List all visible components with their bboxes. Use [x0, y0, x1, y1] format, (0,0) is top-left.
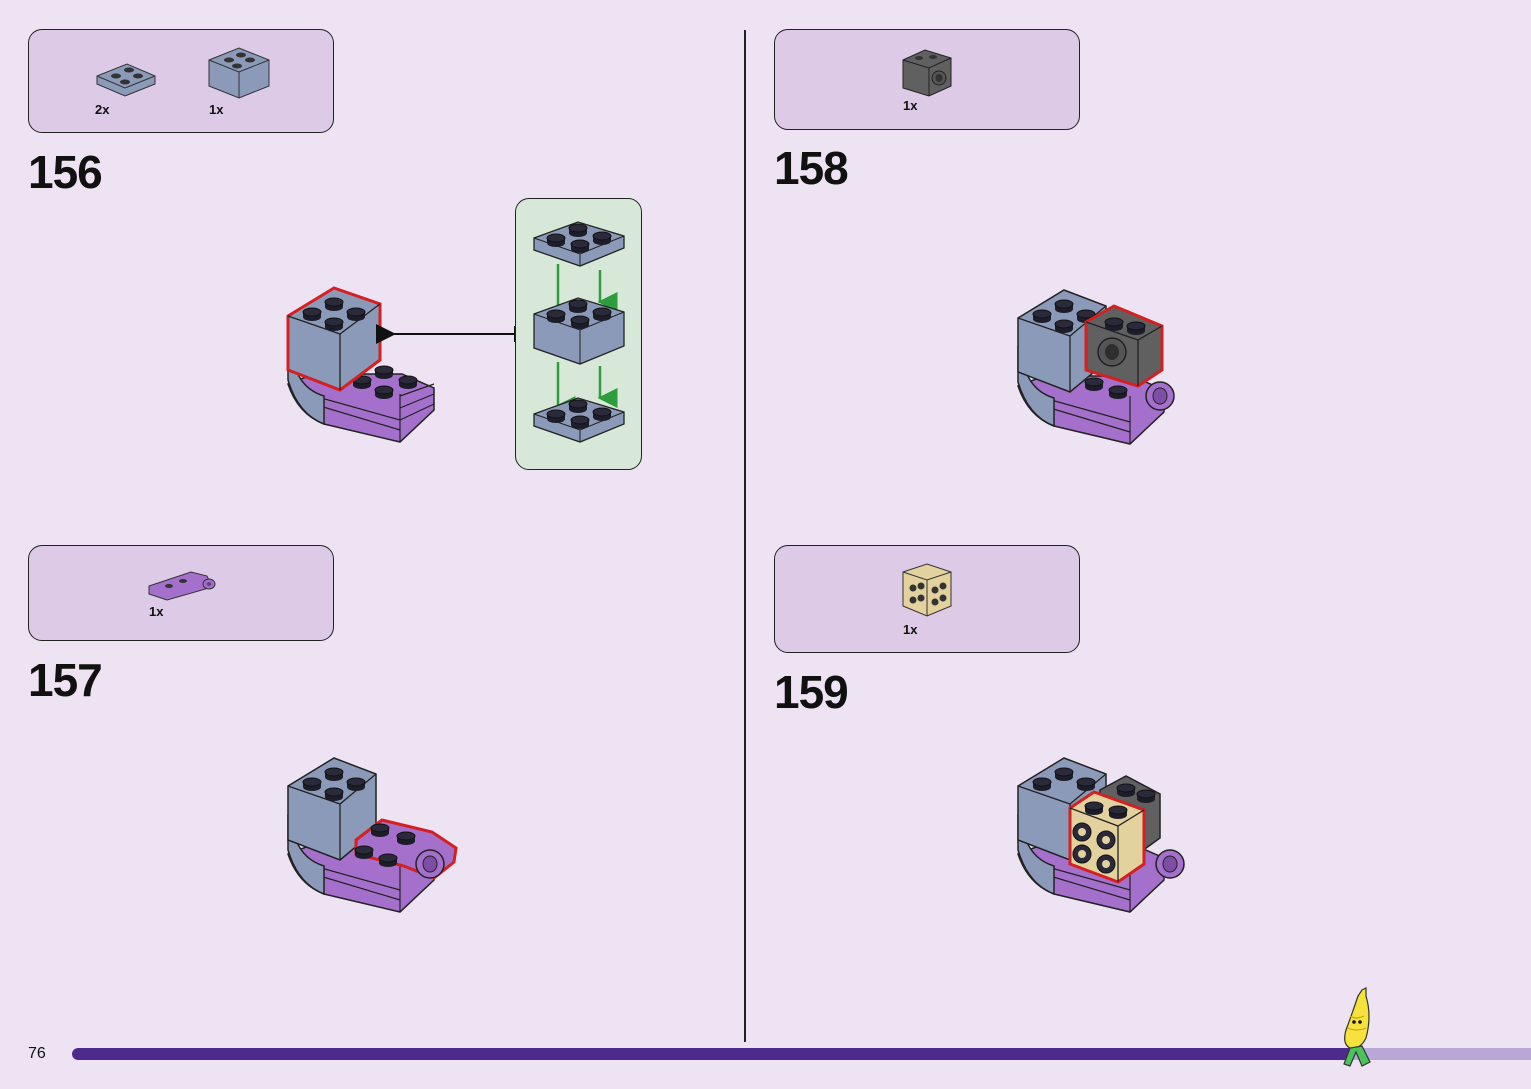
parts-list-159: 1x [774, 545, 1080, 653]
step-number: 158 [774, 142, 849, 194]
technic-brick-dark-grey-icon [902, 49, 952, 97]
brick-2x2-sand-blue-icon [208, 47, 270, 99]
part-qty: 1x [903, 98, 918, 113]
parts-list-158: 1x [774, 29, 1080, 130]
page-divider [744, 30, 746, 1042]
progress-bar-fill [72, 1048, 1353, 1060]
part-qty: 2x [95, 102, 110, 117]
parts-list-156: 2x 1x [28, 29, 334, 133]
plate-with-pin-hole-purple-icon [148, 571, 216, 601]
insert-arrow [376, 324, 516, 344]
part-qty: 1x [903, 622, 918, 637]
page-number: 76 [28, 1045, 46, 1062]
step-number: 156 [28, 146, 103, 198]
step-number: 157 [28, 654, 103, 706]
part-qty: 1x [209, 102, 224, 117]
parts-list-157: 1x [28, 545, 334, 641]
model-assembly-157 [287, 757, 458, 913]
part-qty: 1x [149, 604, 164, 619]
brick-studs-on-side-tan-icon [902, 563, 952, 617]
sub-assembly-plates [533, 221, 625, 443]
model-assembly-156 [286, 286, 435, 443]
progress-bar [72, 1048, 1531, 1060]
step-number: 159 [774, 666, 849, 718]
model-assembly-159 [1017, 757, 1185, 913]
model-assembly-158 [1017, 289, 1175, 445]
banana-mascot-icon [1343, 987, 1371, 1067]
plate-2x2-sand-blue-icon [96, 63, 156, 97]
